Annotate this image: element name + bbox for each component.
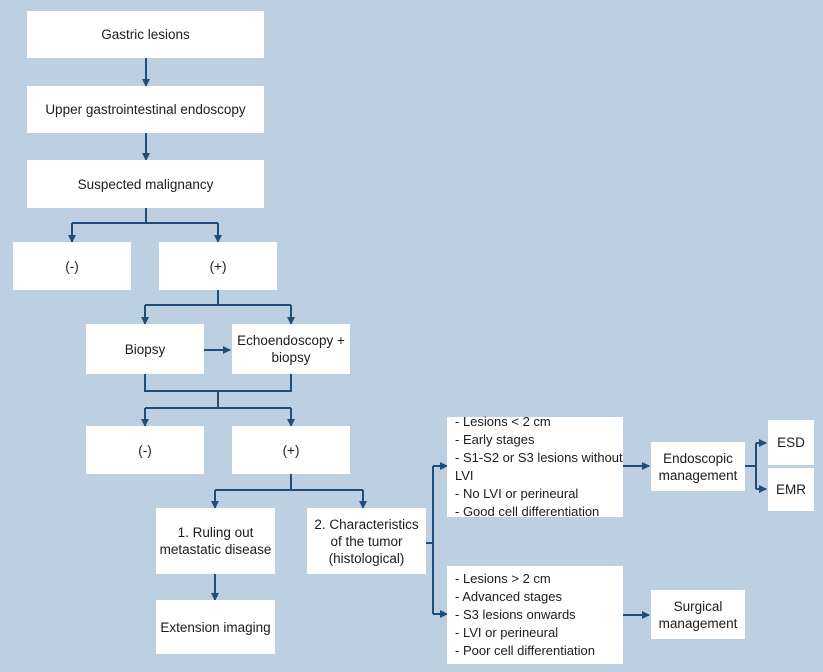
connector-characteristics-branch <box>426 466 434 614</box>
extension-imaging-box: Extension imaging <box>156 600 275 654</box>
characteristics-label-line-1: 2. Characteristics <box>314 516 419 532</box>
ruling-out-label-line-1: 1. Ruling out <box>177 525 254 540</box>
connector-positive-split <box>145 290 291 306</box>
echoendoscopy-label-line-2: biopsy <box>271 350 311 365</box>
surgical-management-box: Surgical management <box>651 590 745 639</box>
large-lesions-criteria-box: - Lesions > 2 cm - Advanced stages - S3 … <box>447 566 623 664</box>
connector-suspected-split <box>72 208 218 224</box>
endoscopic-management-box: Endoscopic management <box>651 442 745 491</box>
ruling-out-metastatic-box: 1. Ruling out metastatic disease <box>156 508 275 574</box>
biopsy-label: Biopsy <box>124 341 166 357</box>
suspected-malignancy-box: Suspected malignancy <box>27 160 264 208</box>
esd-box: ESD <box>768 420 814 465</box>
small-lesions-criteria-box: - Lesions < 2 cm - Early stages - S1-S2 … <box>447 414 623 519</box>
negative-result-label-2: (-) <box>138 442 152 458</box>
positive-result-label-2: (+) <box>282 442 300 458</box>
gastric-lesions-label: Gastric lesions <box>101 27 190 42</box>
surgical-management-line-1: Surgical <box>673 598 723 614</box>
tumor-characteristics-box: 2. Characteristics of the tumor (histolo… <box>307 508 426 574</box>
echoendoscopy-biopsy-box: Echoendoscopy + biopsy <box>232 324 350 374</box>
endoscopic-management-line-1: Endoscopic <box>663 450 733 466</box>
esd-label: ESD <box>777 435 805 450</box>
small-lesions-item-5: - Good cell differentiation <box>455 504 600 519</box>
emr-label: EMR <box>776 482 806 497</box>
connector-endoscopic-split <box>745 443 757 489</box>
small-lesions-item-1: - Lesions < 2 cm <box>455 414 551 429</box>
negative-result-box-1: (-) <box>13 242 131 290</box>
ruling-out-label-line-2: metastatic disease <box>159 542 272 557</box>
biopsy-box: Biopsy <box>86 324 204 374</box>
gastric-lesions-box: Gastric lesions <box>27 11 264 58</box>
positive-result-box-2: (+) <box>232 426 350 474</box>
connector-positive-2-split <box>215 474 363 491</box>
small-lesions-item-2: - Early stages <box>455 432 535 447</box>
negative-result-box-2: (-) <box>86 426 204 474</box>
large-lesions-item-1: - Lesions > 2 cm <box>455 571 551 586</box>
endoscopic-management-line-2: management <box>658 467 738 483</box>
echoendoscopy-label-line-1: Echoendoscopy + <box>237 333 345 348</box>
large-lesions-item-5: - Poor cell differentiation <box>455 643 595 658</box>
upper-gi-endoscopy-box: Upper gastrointestinal endoscopy <box>27 86 264 133</box>
emr-box: EMR <box>768 468 814 511</box>
small-lesions-item-4: - No LVI or perineural <box>455 486 579 501</box>
extension-imaging-label: Extension imaging <box>160 619 271 635</box>
upper-gi-endoscopy-label: Upper gastrointestinal endoscopy <box>45 102 246 117</box>
characteristics-label-line-3: (histological) <box>328 550 405 566</box>
suspected-malignancy-label: Suspected malignancy <box>77 176 214 192</box>
characteristics-label-line-2: of the tumor <box>330 533 403 549</box>
small-lesions-item-3: - S1-S2 or S3 lesions without LVI <box>455 450 623 483</box>
positive-result-label-1: (+) <box>209 258 227 274</box>
connector-biopsy-merge <box>144 374 292 409</box>
large-lesions-item-3: - S3 lesions onwards <box>455 607 576 622</box>
large-lesions-item-4: - LVI or perineural <box>455 625 559 640</box>
surgical-management-line-2: management <box>658 615 738 631</box>
large-lesions-item-2: - Advanced stages <box>455 589 562 604</box>
positive-result-box-1: (+) <box>159 242 277 290</box>
negative-result-label-1: (-) <box>65 258 79 274</box>
